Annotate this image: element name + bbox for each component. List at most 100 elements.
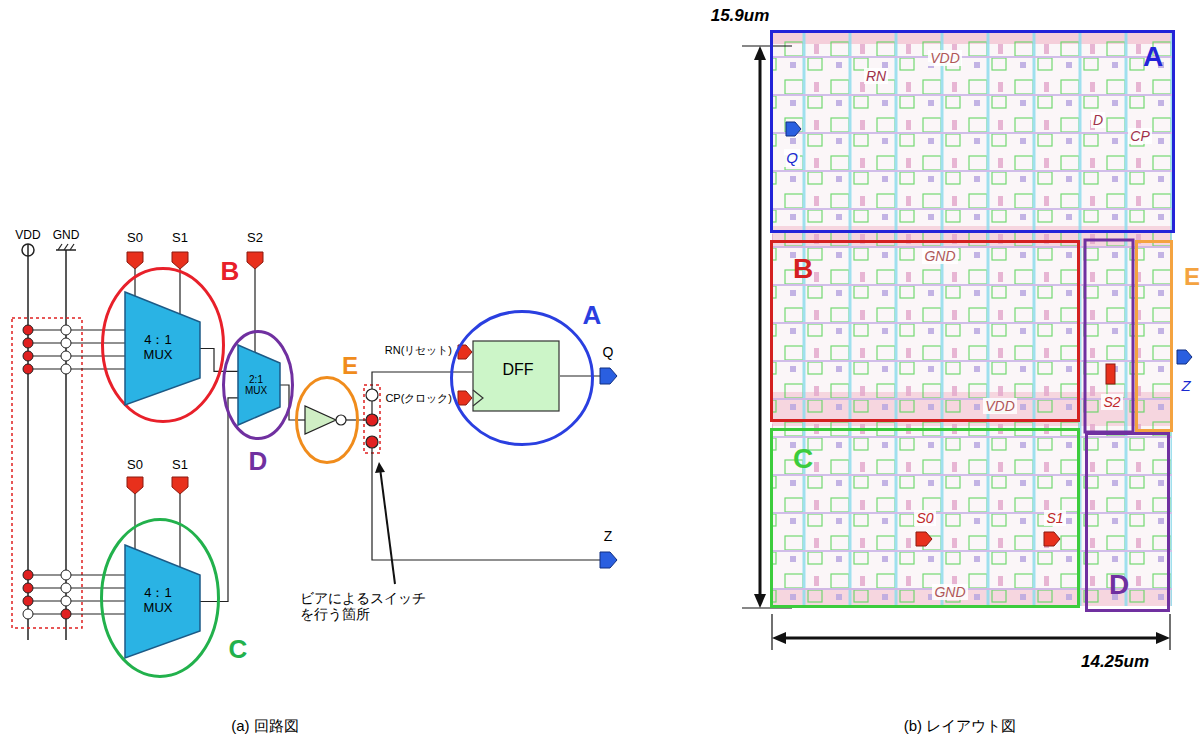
pin-label: S1 [172, 231, 188, 246]
group-ellipse [452, 312, 593, 445]
via-off [23, 609, 33, 619]
input-pin [916, 532, 932, 546]
via-on [23, 325, 33, 335]
mux-group: B4：1 MUX [101, 267, 225, 423]
via-on [366, 414, 378, 426]
via-on [23, 364, 33, 374]
via-off [366, 389, 378, 401]
inverter-symbol [305, 406, 336, 434]
layout-texture [772, 32, 1172, 606]
arrow-head [1156, 632, 1170, 644]
rail-name: VDD [15, 229, 40, 243]
wire [28, 342, 125, 343]
wire [179, 494, 180, 567]
leader-arrow [381, 472, 396, 584]
layout-region: A [770, 30, 1175, 233]
inverter-bubble [336, 415, 346, 425]
wire [28, 587, 125, 588]
via-on [23, 570, 33, 580]
wire [560, 375, 600, 376]
region-letter: A [1143, 41, 1163, 73]
pin-label: CP [1128, 128, 1151, 144]
region-letter: C [793, 443, 813, 475]
via-on [61, 609, 71, 619]
via-on [366, 436, 378, 448]
group-ellipse [297, 378, 358, 463]
wire [28, 368, 125, 369]
via-off [61, 364, 71, 374]
block-name: 2:1 MUX [242, 374, 270, 397]
arrow-head [754, 46, 766, 60]
clock-mark [473, 390, 483, 406]
dimension-tick [1169, 614, 1170, 650]
input-pin [458, 391, 472, 405]
layout-label: GND [932, 584, 967, 600]
mux-shape [125, 292, 200, 405]
region-letter: D [1109, 569, 1129, 601]
block-name: DFF [483, 361, 553, 379]
wire [372, 448, 600, 560]
gnd-symbol [70, 244, 74, 250]
wire [134, 494, 135, 549]
arrow-head [772, 632, 786, 644]
dimension-tick [771, 614, 772, 650]
wire [254, 269, 255, 352]
wire [179, 269, 180, 314]
region-letter: A [583, 301, 602, 331]
via-off [61, 351, 71, 361]
pin-label: S0 [127, 231, 143, 246]
arrow-head [375, 462, 385, 473]
group-ellipse [224, 332, 293, 439]
via-off [61, 338, 71, 348]
group-ellipse [102, 520, 219, 677]
wire [28, 574, 125, 575]
layout-label: VDD [928, 50, 962, 66]
region-letter: D [249, 447, 268, 477]
mux-shape [238, 345, 280, 425]
via-off [61, 583, 71, 593]
layout-label: VDD [983, 398, 1017, 414]
region-letter: E [1184, 263, 1200, 291]
block-name: 4：1 MUX [138, 586, 178, 616]
wire [134, 269, 135, 296]
layout-region [1085, 240, 1133, 432]
output-pin [786, 122, 801, 136]
via-off [61, 596, 71, 606]
wire [28, 600, 125, 601]
via-on [23, 596, 33, 606]
input-pin [1106, 364, 1115, 384]
via-off [61, 325, 71, 335]
layout-label: GND [922, 248, 957, 264]
output-pin [1177, 350, 1192, 364]
pin-label: Q [784, 149, 800, 166]
dimension-line [759, 54, 762, 600]
mux-group: D2:1 MUX [222, 330, 294, 440]
pin-label: Z [1179, 377, 1192, 394]
region-letter: C [229, 635, 248, 665]
wire [28, 355, 125, 356]
via-on [23, 583, 33, 593]
mux-symbol: 4：1 MUX [125, 545, 200, 658]
pin-label: S1 [172, 458, 188, 473]
mux-group: C4：1 MUX [100, 518, 220, 678]
gnd-symbol [58, 244, 62, 250]
wire [28, 329, 125, 330]
via-switch-area [364, 385, 380, 453]
layout-region: E [1135, 240, 1173, 432]
dimension: 15.9um [711, 6, 770, 26]
output-pin [600, 368, 617, 384]
caption: (b) レイアウト図 [904, 717, 1017, 734]
pin-label: S0 [127, 458, 143, 473]
via-off [61, 570, 71, 580]
inverter-group: E [295, 376, 359, 464]
input-pin [172, 477, 188, 494]
arrow-head [754, 594, 766, 608]
gnd-symbol [64, 244, 68, 250]
input-pin [1044, 532, 1060, 546]
pin-label: Q [603, 344, 614, 360]
rail-name: GND [53, 229, 80, 243]
region-letter: B [221, 257, 240, 287]
pin-label: RN [864, 68, 888, 84]
flipflop-group: ADFF [450, 310, 594, 446]
